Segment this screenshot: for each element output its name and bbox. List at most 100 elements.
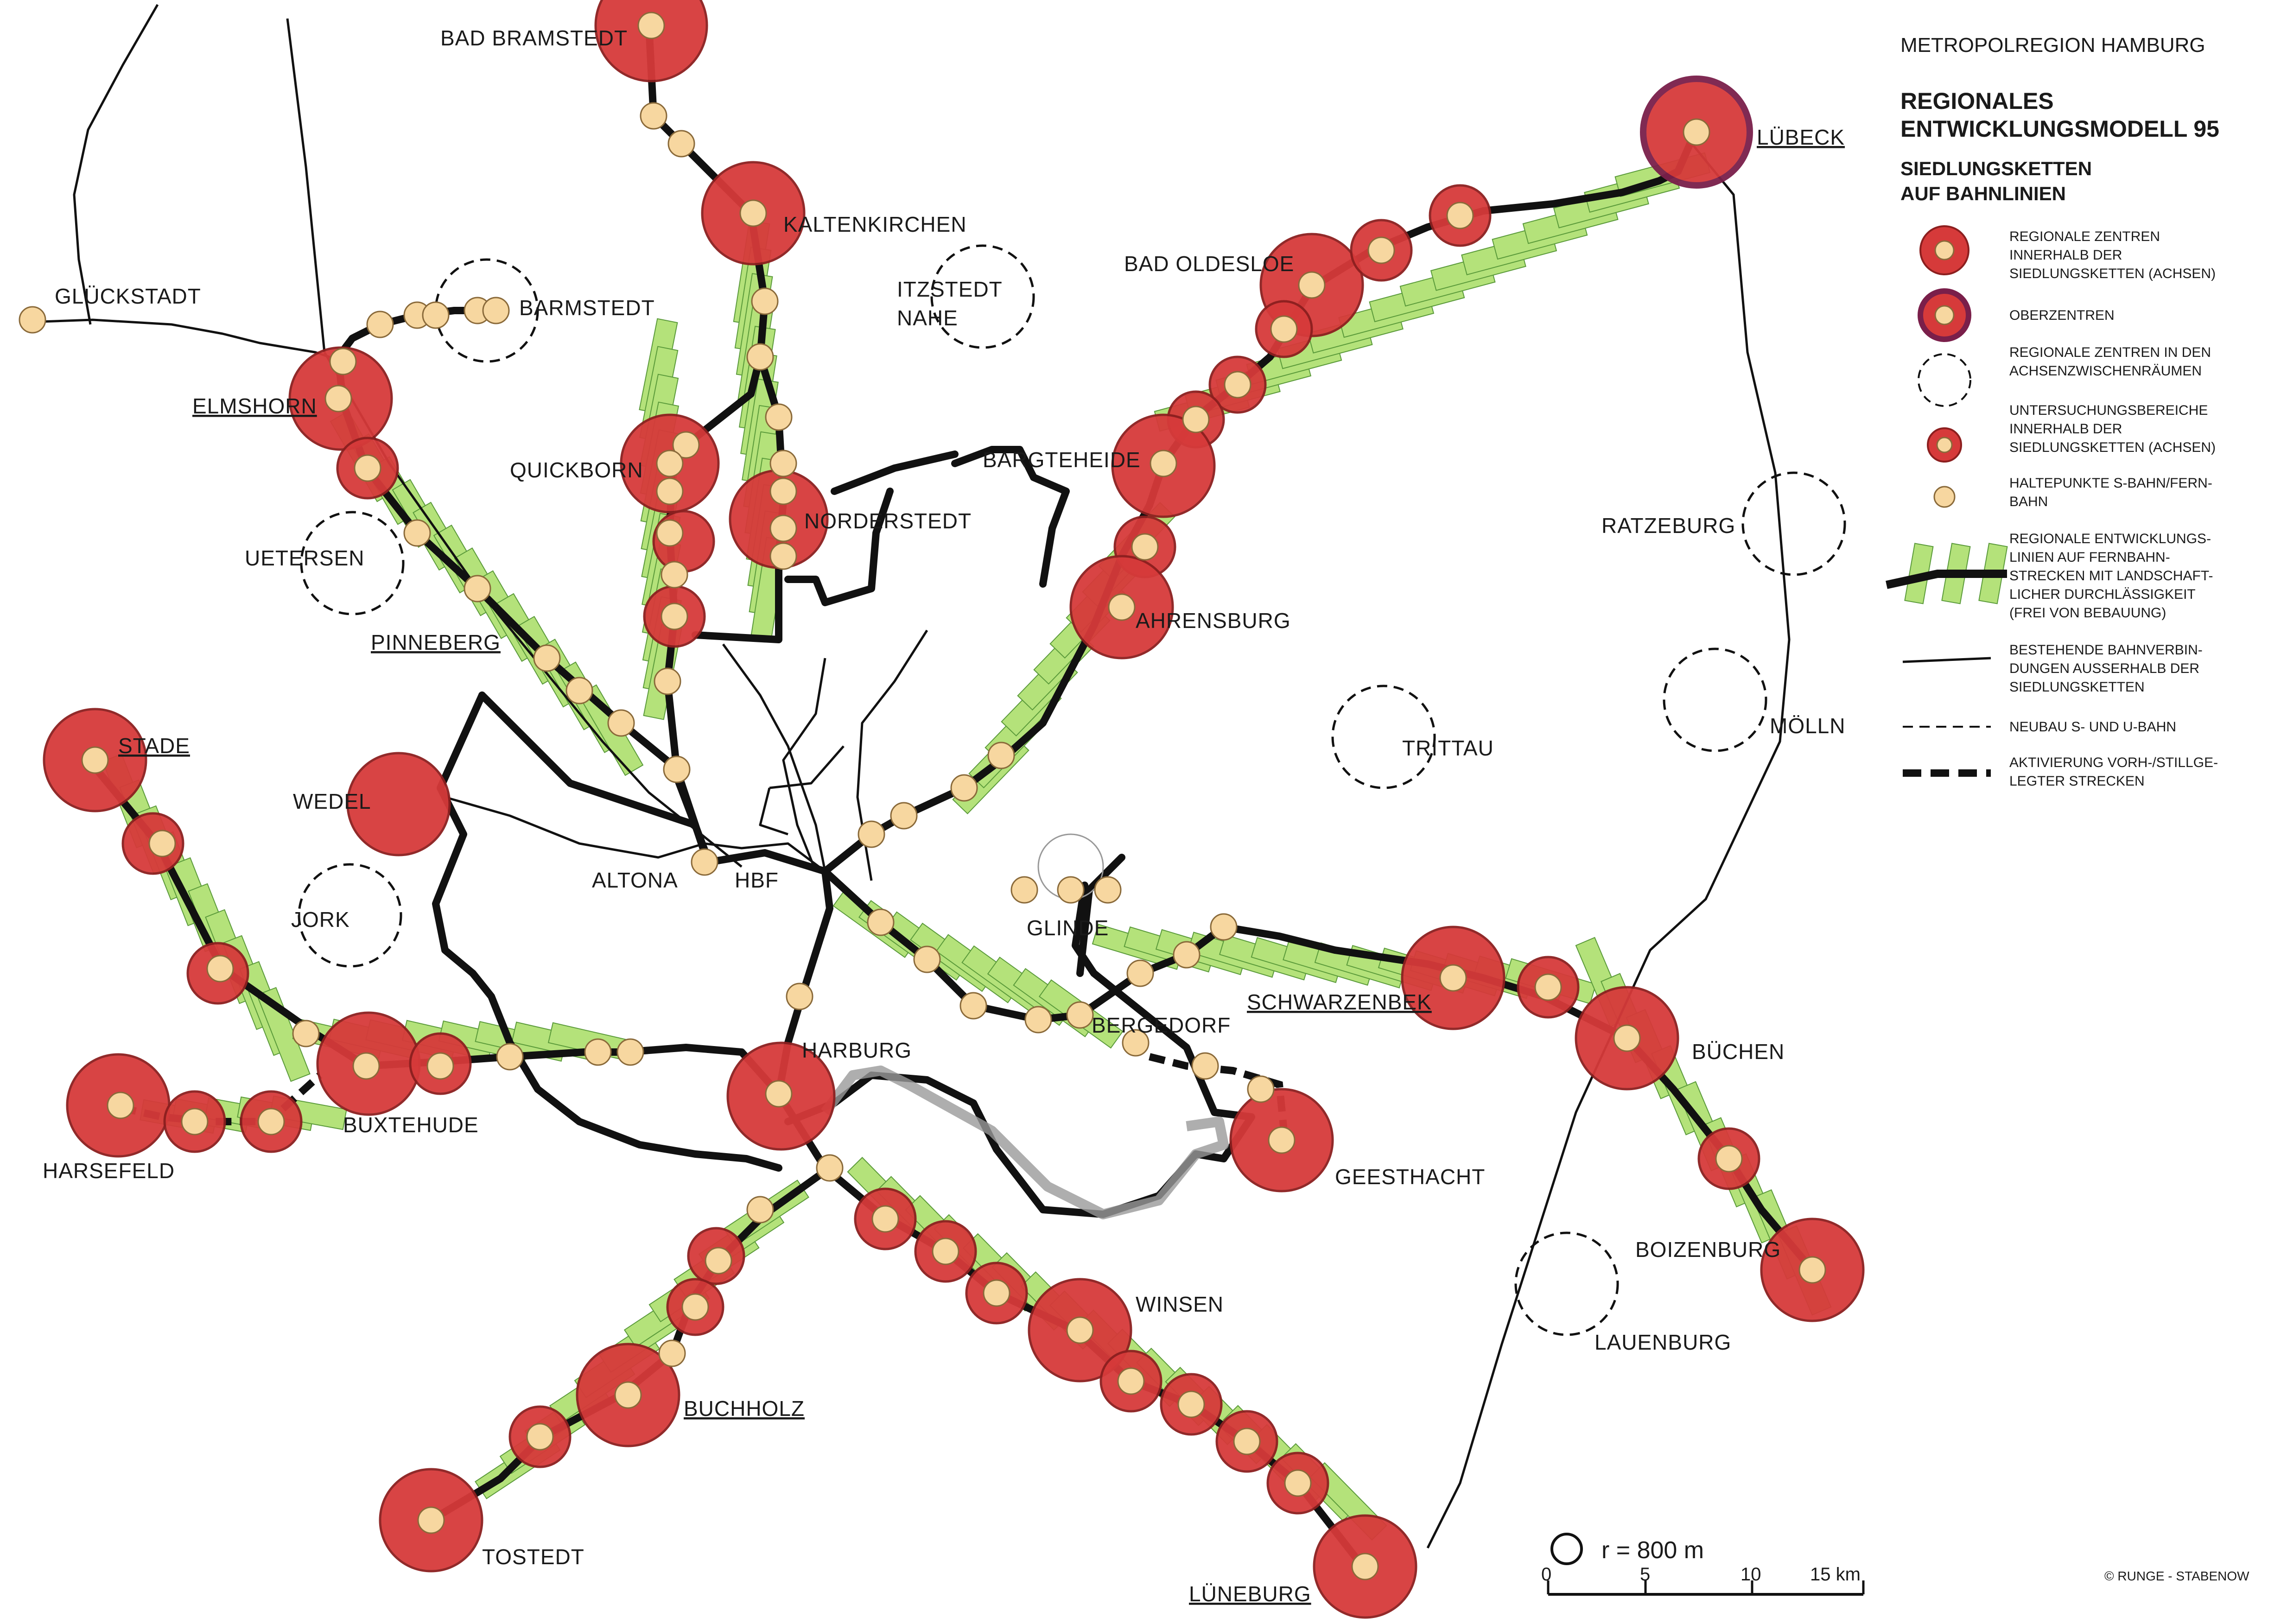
rail-stop <box>751 287 779 315</box>
rail-stop <box>661 561 688 589</box>
rail-stop <box>324 385 352 412</box>
legend-title-2: ENTWICKLUNGSMODELL 95 <box>1900 116 2219 142</box>
legend-text-4b: INNERHALB DER <box>2009 421 2122 437</box>
rail-stop <box>426 1052 454 1080</box>
rail-stop <box>1094 876 1122 904</box>
rail-stop <box>19 306 46 334</box>
label-wedel: WEDEL <box>293 789 371 813</box>
rail-stop <box>1367 236 1395 264</box>
label-moelln: MÖLLN <box>1770 714 1845 738</box>
rail-stop <box>769 450 797 477</box>
label-luebeck: LÜBECK <box>1757 125 1845 149</box>
rail-stop <box>614 1381 642 1409</box>
rail-stop <box>526 1423 554 1451</box>
legend-text-7b: DUNGEN AUSSERHALB DER <box>2009 661 2199 676</box>
legend-text-9a: AKTIVIERUNG VORH-/STILLGE- <box>2009 755 2218 770</box>
label-buxtehude: BUXTEHUDE <box>343 1113 479 1137</box>
legend-text-3a: REGIONALE ZENTREN IN DEN <box>2009 345 2211 360</box>
label-bergedorf: BERGEDORF <box>1092 1013 1231 1037</box>
rail-stop <box>584 1038 612 1066</box>
label-ratzeburg: RATZEBURG <box>1601 514 1735 538</box>
label-boizenburg: BOIZENBURG <box>1635 1237 1781 1262</box>
label-itzstedt: ITZSTEDT <box>897 277 1003 301</box>
rail-stop <box>1798 1256 1826 1284</box>
scale-tick-10: 10 <box>1741 1564 1761 1585</box>
label-lauenburg: LAUENBURG <box>1595 1330 1731 1354</box>
rail-stop <box>987 742 1015 769</box>
legend-text-7a: BESTEHENDE BAHNVERBIN- <box>2009 642 2203 658</box>
rail-stop <box>181 1108 209 1136</box>
rail-stop <box>1446 202 1474 229</box>
legend-text-6e: (FREI VON BEBAUUNG) <box>2009 605 2166 621</box>
rail-stop <box>1131 533 1159 561</box>
dashed-center-circle <box>1514 1231 1619 1336</box>
rail-stop <box>366 311 394 338</box>
rail-stop <box>959 992 987 1020</box>
rail-stop <box>663 755 691 783</box>
dashed-center-circle <box>300 511 405 615</box>
rail-stop <box>417 1506 445 1534</box>
rail-stop <box>1010 876 1038 904</box>
scale-tick-5: 5 <box>1640 1564 1650 1585</box>
label-bad-oldesloe: BAD OLDESLOE <box>1124 252 1294 276</box>
rail-stop <box>403 519 431 547</box>
rail-stop <box>81 746 109 774</box>
label-schwarzenbek: SCHWARZENBEK <box>1247 990 1432 1014</box>
dashed-center-circle <box>930 244 1035 349</box>
rail-stop <box>329 348 357 375</box>
legend-symbol-halt <box>1933 486 1956 508</box>
rail-stop <box>681 1293 709 1321</box>
rail-stop <box>206 955 234 983</box>
rail-stop <box>871 1205 899 1233</box>
legend-text-1b: INNERHALB DER <box>2009 247 2122 263</box>
rail-stop <box>1298 271 1326 299</box>
rail-stop <box>616 1038 644 1066</box>
label-bargteheide: BARGTEHEIDE <box>983 448 1141 472</box>
rail-stop <box>607 709 635 737</box>
rail-stop <box>257 1108 285 1136</box>
rail-stop <box>765 1080 793 1108</box>
rail-stop <box>1066 1316 1094 1344</box>
label-buchholz: BUCHHOLZ <box>684 1396 805 1421</box>
rail-stop <box>786 983 813 1010</box>
scale-bar: r = 800 m 0 5 10 15 km <box>1541 1533 1865 1596</box>
rail-stop <box>422 301 450 329</box>
legend-region: METROPOLREGION HAMBURG <box>1900 34 2205 57</box>
legend-text-1c: SIEDLUNGSKETTEN (ACHSEN) <box>2009 266 2216 281</box>
rail-stop <box>354 454 381 482</box>
rail-stop <box>107 1091 134 1119</box>
legend-text-8: NEUBAU S- UND U-BAHN <box>2009 719 2176 735</box>
dashed-center-circle <box>1663 647 1767 752</box>
rail-stop <box>1439 964 1467 992</box>
rail-stop <box>640 102 667 130</box>
label-pinneberg: PINNEBERG <box>371 630 501 654</box>
rail-stop <box>656 450 684 477</box>
rail-stop <box>1270 315 1298 343</box>
scale-tick-0: 0 <box>1541 1564 1551 1585</box>
rail-stop <box>148 830 176 857</box>
rail-stop <box>1122 1029 1150 1057</box>
rail-stop <box>1233 1427 1261 1455</box>
rail-stop <box>352 1052 380 1080</box>
rail-stop <box>1613 1024 1641 1052</box>
dashed-center-circle <box>1741 471 1846 576</box>
label-nahe: NAHE <box>897 306 958 330</box>
label-buechen: BÜCHEN <box>1692 1040 1785 1064</box>
rail-stop <box>1057 876 1085 904</box>
regional-centers-between-axes <box>298 244 1846 1336</box>
rail-stop <box>913 945 941 973</box>
rail-stop <box>1126 959 1154 987</box>
rail-stop <box>769 514 797 542</box>
label-norderstedt: NORDERSTEDT <box>804 509 972 533</box>
legend-text-4c: SIEDLUNGSKETTEN (ACHSEN) <box>2009 440 2216 455</box>
regional-center-circle <box>346 752 451 856</box>
rail-stop <box>1024 1006 1052 1034</box>
legend-text-6a: REGIONALE ENTWICKLUNGS- <box>2009 531 2211 546</box>
legend-text-4a: UNTERSUCHUNGSBEREICHE <box>2009 403 2208 418</box>
rail-stop <box>1683 118 1710 146</box>
rail-stop <box>769 542 797 570</box>
label-lueneburg: LÜNEBURG <box>1189 1582 1311 1606</box>
rail-stop <box>496 1043 524 1071</box>
label-ahrensburg: AHRENSBURG <box>1136 609 1291 633</box>
